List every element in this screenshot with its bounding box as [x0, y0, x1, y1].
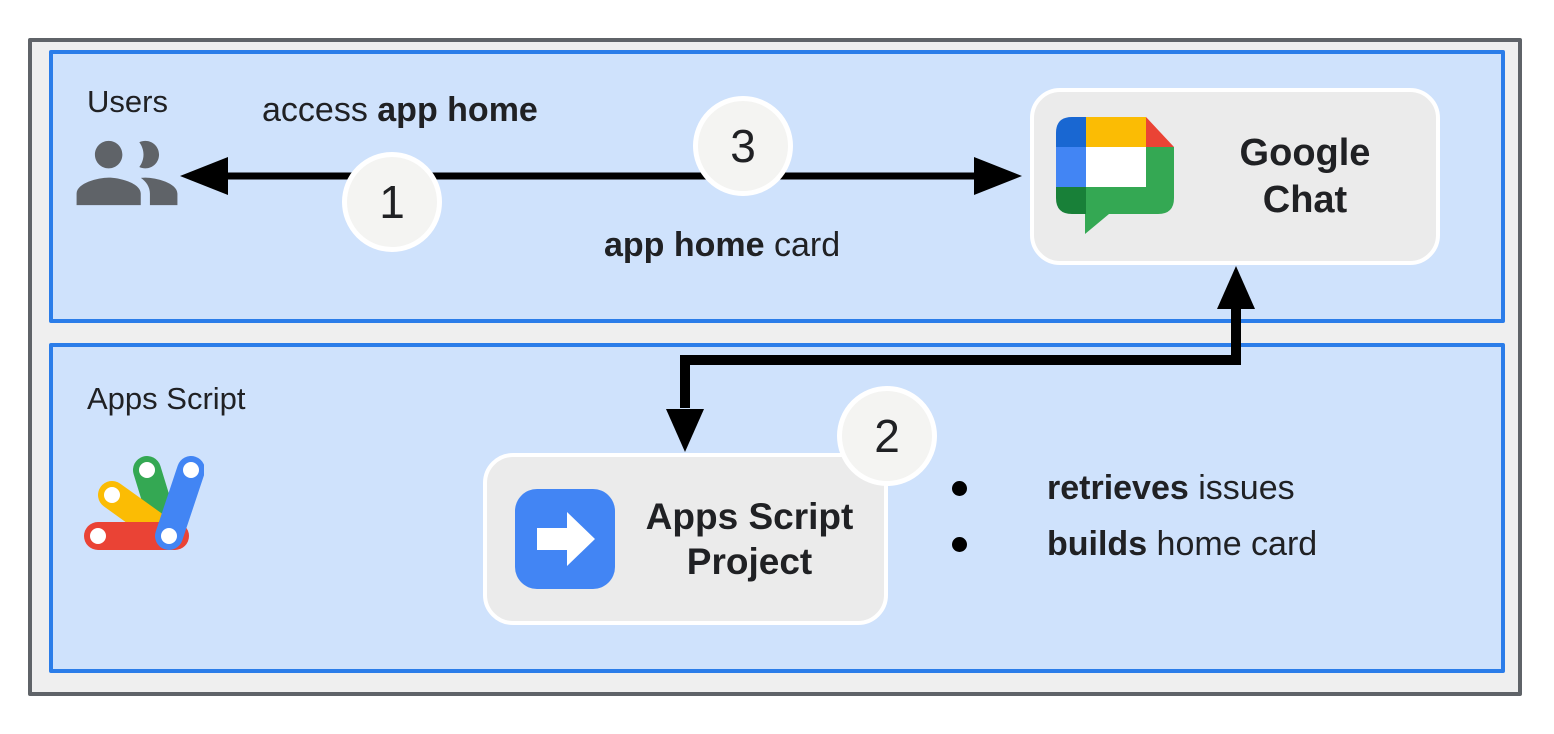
response-label-bold: app home [604, 226, 765, 264]
step-3-number: 3 [730, 120, 756, 172]
list-item: retrieves issues [952, 468, 1317, 508]
bullet-dot-icon [952, 480, 967, 496]
bullet-1-bold: retrieves [1047, 468, 1189, 507]
google-chat-icon [1056, 116, 1174, 234]
step-2-number: 2 [874, 410, 900, 462]
users-icon [76, 140, 178, 206]
google-chat-node: Google Chat [1030, 88, 1440, 265]
step-badge-1: 1 [342, 152, 442, 252]
step-1-number: 1 [379, 176, 405, 228]
apps-script-project-label: Apps Script Project [645, 496, 854, 582]
bullet-dot-icon [952, 536, 967, 552]
access-label-regular: access [262, 91, 378, 129]
step-badge-3: 3 [693, 96, 793, 196]
bullet-1-regular: issues [1188, 468, 1295, 507]
users-lane-label: Users [87, 84, 168, 119]
response-label-regular: card [764, 226, 841, 264]
project-actions-list: retrieves issues builds home card [952, 468, 1317, 580]
apps-script-lane-label: Apps Script [87, 381, 246, 416]
run-arrow-icon [515, 489, 615, 589]
step-badge-2: 2 [837, 386, 937, 486]
bullet-builds-home-card: builds home card [1047, 525, 1317, 564]
google-chat-label: Google Chat [1239, 131, 1371, 221]
bullet-retrieves-issues: retrieves issues [1047, 469, 1295, 508]
bullet-2-bold: builds [1047, 524, 1148, 563]
access-app-home-label: access app home [262, 91, 538, 130]
apps-script-logo-icon [84, 456, 204, 550]
apps-script-project-node: Apps Script Project [483, 453, 888, 625]
list-item: builds home card [952, 524, 1317, 564]
bullet-2-regular: home card [1147, 524, 1318, 563]
access-label-bold: app home [377, 91, 538, 129]
app-home-card-label: app home card [604, 226, 840, 265]
